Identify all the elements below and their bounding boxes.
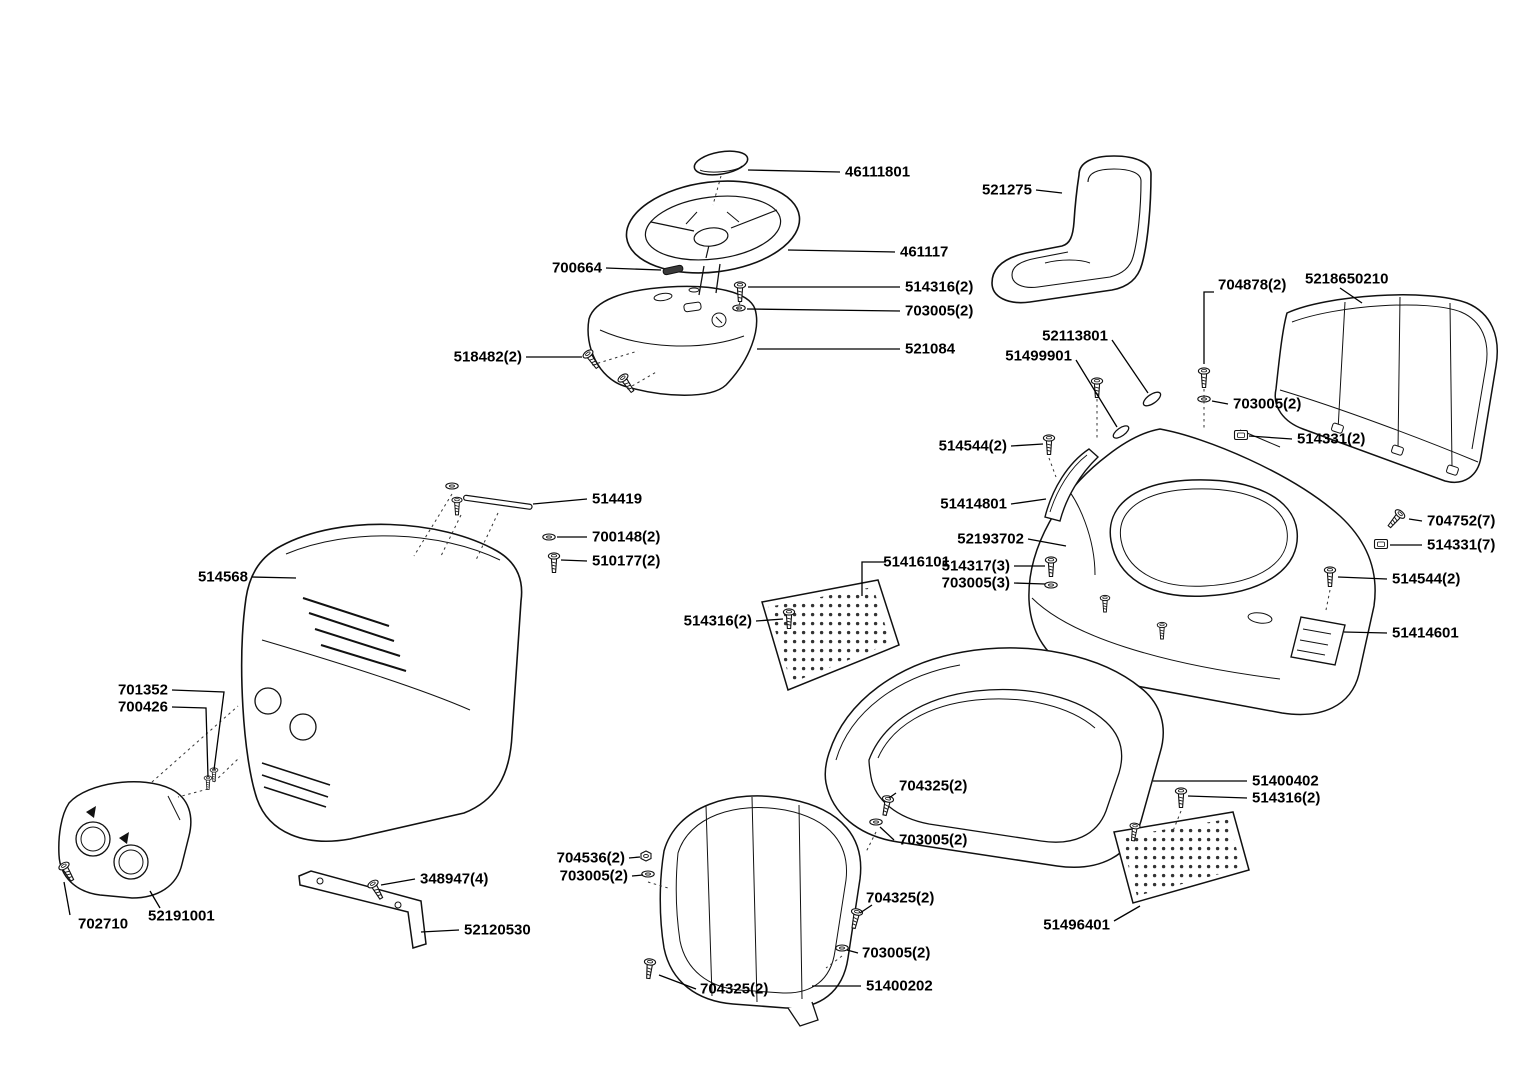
leader-line [1010,498,1047,505]
part-51400402-rear-lower-body-drawing [824,647,1164,868]
leader-line [1343,631,1388,634]
part-461117-steering-wheel-drawing [625,180,801,296]
washer-drawing [732,304,746,312]
part-521084-dashboard-drawing [587,285,758,396]
part-51414601-bracket-drawing [1290,616,1346,666]
screw-drawing [1174,787,1188,809]
washer-drawing [445,482,459,490]
leader-line [1339,287,1363,304]
clip-drawing [1233,429,1249,441]
leader-line [879,826,895,841]
leader-line [1203,291,1214,364]
leader-line [1111,339,1149,394]
leader-line [1075,359,1118,428]
part-51499901-plug-drawing [1112,425,1130,439]
part-52193702-rear-body-drawing [1028,428,1376,716]
leader-line [251,576,297,579]
assembly-guide-lines [151,175,1331,969]
leader-line [1010,443,1044,447]
washer-drawing [835,944,849,952]
screw-drawing [451,496,463,516]
part-700664-pin-drawing [662,264,684,276]
leader-line [859,904,873,914]
part-521275-seat-drawing [991,155,1152,304]
screw-drawing [1042,434,1056,456]
nut-drawing [640,850,652,862]
part-514419-rod-drawing [463,494,533,510]
part-52113801-plug-drawing [1142,391,1162,407]
clip-drawing [1373,538,1389,550]
leader-line [747,169,841,173]
leader-line [861,561,886,596]
screw-drawing [642,957,657,980]
washer-drawing [1044,581,1058,589]
leader-line [1035,189,1063,194]
part-52120530-bracket-drawing [298,870,427,949]
leader-line [787,249,896,253]
washer-drawing [869,818,883,826]
leader-line [1337,576,1388,580]
part-52191001-grille-drawing [58,780,192,899]
leader-line [631,874,644,877]
washer-drawing [641,870,655,878]
leader-line [63,881,71,916]
leader-line [658,974,697,990]
part-514568-hood-drawing [240,523,523,842]
leader-line [1113,905,1141,922]
leader-line [420,929,460,933]
leader-line [149,890,161,909]
leader-line [888,792,897,799]
screw-drawing [203,775,213,790]
leader-line [628,856,641,859]
leader-line [1187,795,1248,799]
leader-line [560,559,588,562]
part-51416101-footrest-left-drawing [761,579,900,692]
part-51400202-front-panel-drawing [659,795,862,1027]
leader-lines-layer [63,169,1423,990]
washer-drawing [542,533,556,541]
leader-line [846,949,859,954]
part-5218650210-rear-cover-drawing [1274,294,1498,483]
leader-line [532,498,588,505]
leader-line [1211,400,1229,405]
part-51496401-footrest-right-drawing [1113,811,1250,904]
leader-line [1248,435,1293,440]
screw-drawing [1384,507,1407,531]
leader-line [755,618,784,622]
screw-drawing [1197,367,1211,389]
part-51414801-trim-strip-drawing [1044,448,1100,522]
leader-line [1408,518,1423,522]
leader-line [1027,538,1067,547]
screw-drawing [547,552,561,574]
leader-line [1013,582,1046,585]
leader-line [171,689,225,771]
leader-line [746,308,901,312]
leader-line [171,706,209,778]
leader-line [380,878,416,886]
leader-line [605,267,662,271]
part-46111801-wheel-cap-drawing [693,150,749,176]
